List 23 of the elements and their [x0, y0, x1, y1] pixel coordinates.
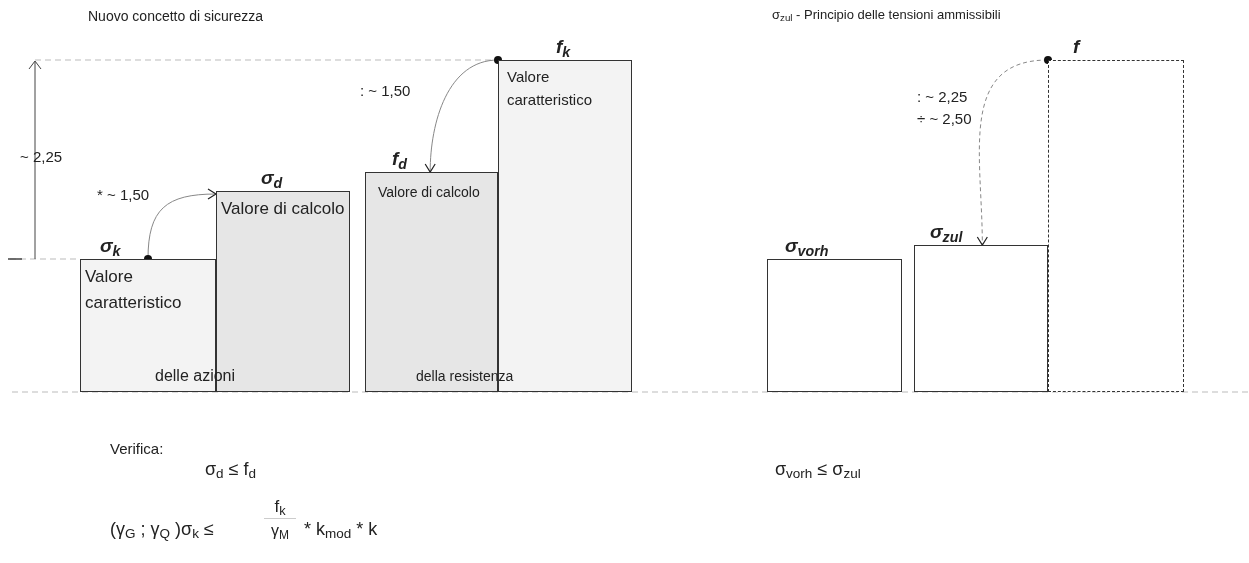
arrow: [976, 56, 1052, 246]
formula-text: * k$_{mod}$ * k: [304, 518, 378, 543]
bar-text: Valore di calcolo: [378, 183, 481, 202]
formula-text: σ$_{d}$ ≤ f$_{d}$: [205, 458, 257, 483]
symbol-label: σ$_{d}$: [261, 166, 283, 190]
symbol-label: σ$_{vorh}$: [785, 234, 829, 258]
formula-text: σ$_{vorh}$ ≤ σ$_{zul}$: [775, 458, 861, 483]
text-label: σ$_{zul}$ - Principio delle tensioni ammissibili: [772, 6, 1002, 24]
formula-text: f$_{k}$: [264, 496, 296, 519]
symbol-label: σ$_{zul}$: [930, 220, 963, 244]
formula-text: (γ$_{G}$ ; γ$_{Q}$ )σ$_{k}$ ≤: [110, 518, 214, 543]
formula-text: γ$_{M}$: [270, 521, 290, 542]
symbol-label: f: [1073, 35, 1080, 59]
symbol-label: f$_{k}$: [556, 35, 571, 59]
symbol-label: σ$_{k}$: [100, 234, 121, 258]
symbol-label: f$_{d}$: [392, 147, 408, 171]
formula-text: Verifica:: [110, 439, 164, 459]
diagram-title: Nuovo concetto di sicurezza: [88, 7, 264, 26]
dimension-label: ~ 2,25: [20, 147, 63, 167]
bar-text: Valore caratteristico: [85, 266, 183, 314]
bar-text: Valore di calcolo: [221, 198, 346, 220]
bar-text: Valore caratteristico: [507, 67, 594, 110]
arrow: [424, 56, 502, 173]
